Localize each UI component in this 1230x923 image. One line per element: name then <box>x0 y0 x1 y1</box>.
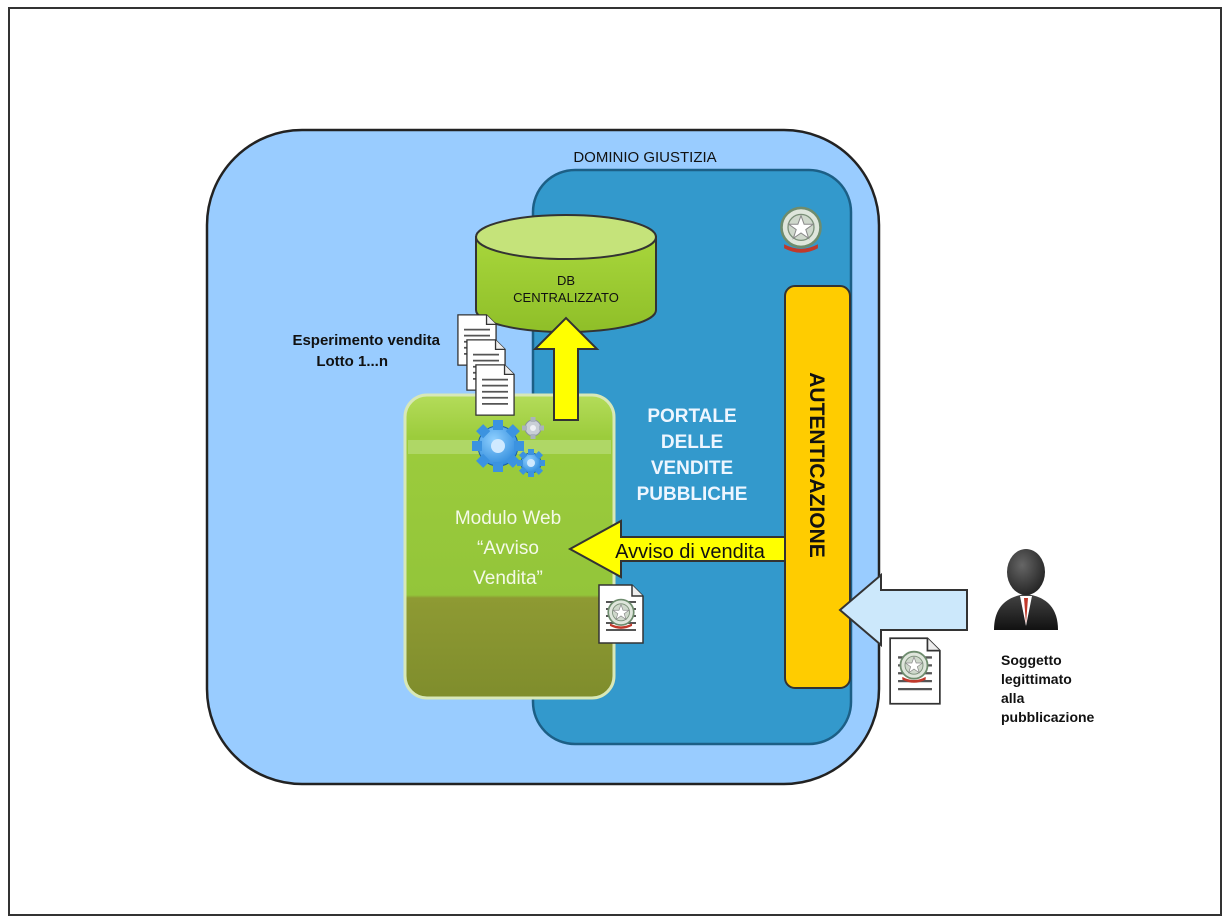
portal-label-line3: VENDITE <box>651 458 733 479</box>
actor-label-line1: Soggetto <box>1001 652 1062 668</box>
module-label-line3: Vendita” <box>473 568 543 589</box>
gears-icon <box>472 417 545 477</box>
upload-arrow <box>532 316 600 421</box>
module-label-line1: Modulo Web <box>455 508 561 529</box>
documents-label-line1: Esperimento vendita <box>292 332 440 349</box>
republic-emblem-icon <box>779 205 823 255</box>
avviso-arrow <box>567 519 797 579</box>
domain-title: DOMINIO GIUSTIZIA <box>573 149 716 166</box>
actor-document-icon <box>889 636 941 706</box>
actor-label-line3: alla <box>1001 690 1025 706</box>
actor-label-line2: legittimato <box>1001 671 1072 687</box>
database-label-line1: DB <box>557 273 575 288</box>
signed-document-icon <box>598 584 644 644</box>
documents-label-line2: Lotto 1...n <box>316 353 388 370</box>
authentication-bar <box>784 285 851 689</box>
portal-label-line4: PUBBLICHE <box>637 484 748 505</box>
portal-label-line1: PORTALE <box>647 406 736 427</box>
request-arrow <box>838 572 968 648</box>
actor-label-line4: pubblicazione <box>1001 709 1095 725</box>
person-icon <box>994 549 1058 630</box>
portal-label-line2: DELLE <box>661 432 723 453</box>
module-label-line2: “Avviso <box>477 538 539 559</box>
database-label-line2: CENTRALIZZATO <box>513 290 619 305</box>
authentication-label: AUTENTICAZIONE <box>805 372 828 558</box>
avviso-arrow-label: Avviso di vendita <box>615 541 766 563</box>
